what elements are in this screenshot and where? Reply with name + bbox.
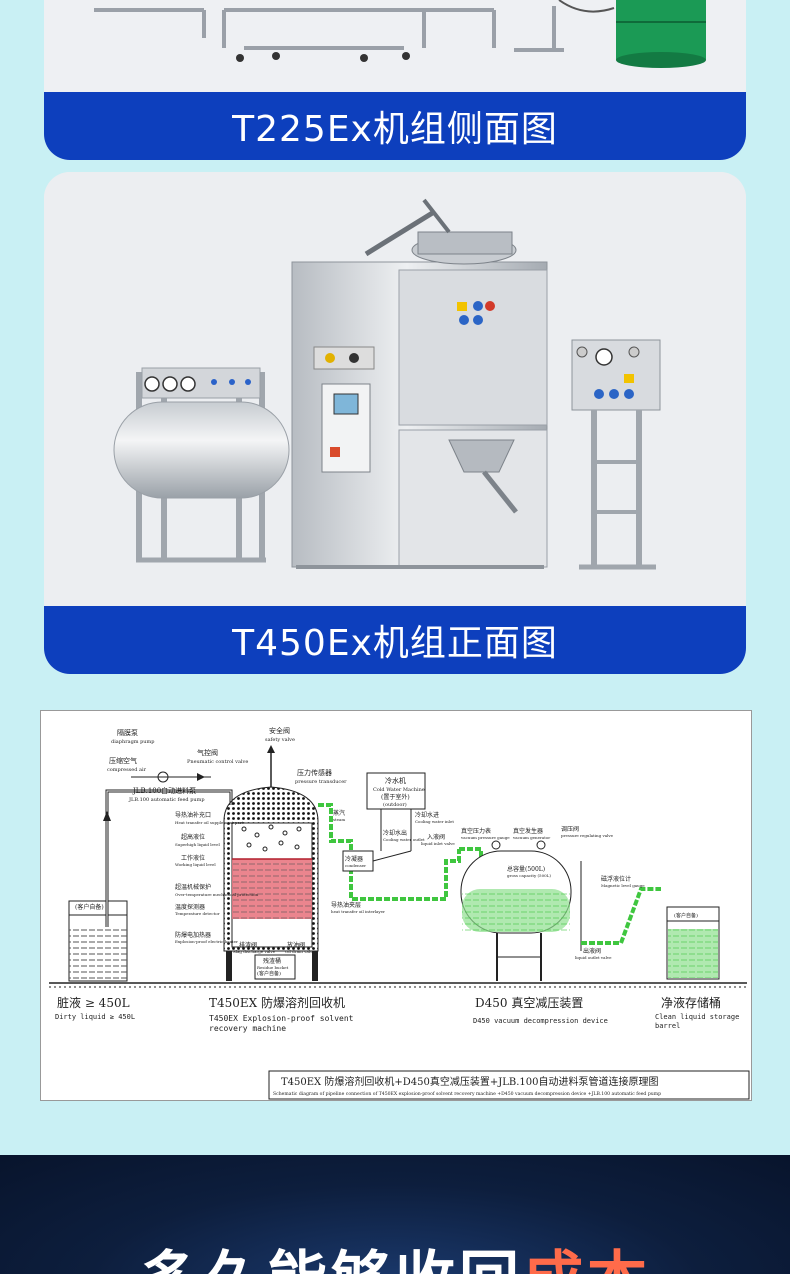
label-level-work-en: Working liquid level xyxy=(175,862,216,867)
side-view-card: T225Ex机组侧面图 xyxy=(44,0,746,160)
recovery-machine-illustration xyxy=(291,198,548,569)
label-oil-layer: 导热油夹层 xyxy=(331,901,361,909)
label-slag-valve: 排渣阀 xyxy=(239,941,257,949)
label-float-level: 磁浮液位计 xyxy=(601,875,631,883)
vacuum-tank-illustration xyxy=(113,367,290,563)
label-feed-pump-en: JLB.100 automatic feed pump xyxy=(128,797,205,803)
label-slag-valve-en: Slag discharge valve xyxy=(233,949,276,954)
schematic-svg: (客户自备) xyxy=(49,726,750,1100)
banner-heading-main: 多久能够收回 xyxy=(139,1245,523,1274)
label-level-high-en: Superhigh liquid level xyxy=(175,842,221,847)
label-drain-valve-en: Oil drain valve xyxy=(285,949,315,954)
label-pressure-valve-en: pressure regulating valve xyxy=(561,833,614,838)
label-diaphragm-pump-en: diaphragm pump xyxy=(111,739,154,745)
label-level-work: 工作液位 xyxy=(181,854,205,862)
label-drain-valve: 放油阀 xyxy=(287,941,305,949)
label-oil-supplement: 导热油补充口 xyxy=(175,811,211,819)
label-safety-valve-en: safety valve xyxy=(265,737,295,743)
label-outlet-valve-en: liquid outlet valve xyxy=(575,955,612,960)
banner-heading-accent: 成本 xyxy=(523,1245,651,1274)
diagram-title: T450EX 防爆溶剂回收机+D450真空减压装置+JLB.100自动进料泵管道… xyxy=(281,1075,658,1088)
label-overtemp: 超温机械保护 xyxy=(175,883,211,891)
label-chiller: 冷水机 xyxy=(385,776,406,785)
label-residue-bucket: 残渣桶 xyxy=(263,957,281,965)
vacuum-tank xyxy=(460,840,582,981)
side-view-caption: T225Ex机组侧面图 xyxy=(44,92,746,160)
chiller-box xyxy=(366,772,426,810)
front-view-card: T450Ex机组正面图 xyxy=(44,172,746,674)
label-machine-en1: T450EX Explosion-proof solvent xyxy=(209,1014,354,1023)
label-pressure-sensor-en: pressure transducer xyxy=(295,779,347,785)
label-capacity-en: gross capacity (500L) xyxy=(507,873,551,878)
label-inlet-valve: 入液阀 xyxy=(427,833,445,841)
label-heater: 防爆电加热器 xyxy=(175,931,211,939)
label-condenser-en: condenser xyxy=(345,863,366,868)
label-pressure-valve: 调压阀 xyxy=(561,825,579,833)
cost-banner: 多久能够收回成本 xyxy=(0,1155,790,1274)
label-float-level-en: Magnetic level gauge xyxy=(601,883,645,888)
label-feed-pump: JLB.100自动进料泵 xyxy=(132,786,196,795)
label-machine-en2: recovery machine xyxy=(209,1024,286,1033)
gauge-stand-illustration xyxy=(571,339,661,570)
label-overtemp-en: Over-temperature mechanical protection xyxy=(175,892,259,897)
label-chiller-note-en: (outdoor) xyxy=(383,801,407,808)
label-chiller-en: Cold Water Machine xyxy=(373,787,425,793)
recovery-tank xyxy=(223,745,319,981)
label-steam: 蒸汽 xyxy=(333,809,345,817)
label-clean-en1: Clean liquid storage xyxy=(655,1013,739,1021)
label-d450: D450 真空减压装置 xyxy=(475,996,583,1010)
label-steam-en: steam xyxy=(333,817,345,822)
clean-barrel-provided: (客户自备) xyxy=(674,912,698,919)
label-d450-en: D450 vacuum decompression device xyxy=(473,1017,608,1025)
label-outlet-valve: 出液阀 xyxy=(583,947,601,955)
label-oil-layer-en: heat transfer oil interlayer xyxy=(331,909,385,914)
label-compressed-air-en: compressed air xyxy=(107,767,147,773)
label-clean: 净液存储桶 xyxy=(661,995,721,1010)
label-level-high: 超高液位 xyxy=(181,833,205,841)
banner-heading: 多久能够收回成本 xyxy=(0,1231,790,1274)
label-capacity: 总容量(500L) xyxy=(507,865,545,873)
label-residue-provided: (客户自备) xyxy=(257,970,281,977)
label-inlet-valve-en: liquid inlet valve xyxy=(421,841,455,846)
label-compressed-air: 压缩空气 xyxy=(109,756,137,765)
label-pneumatic-valve-en: Pneumatic control valve xyxy=(187,759,248,765)
label-pressure-sensor: 压力传感器 xyxy=(297,768,332,777)
label-cold-in-en: Cooling water inlet xyxy=(415,819,454,824)
label-pneumatic-valve: 气控阀 xyxy=(197,748,218,757)
label-temp-probe-en: Temperature detector xyxy=(175,911,220,916)
pipeline-schematic: (客户自备) xyxy=(40,710,752,1101)
label-vacuum-gen-en: vacuum generator xyxy=(512,835,550,840)
diagram-title-en: Schematic diagram of pipeline connection… xyxy=(273,1091,661,1097)
label-clean-en2: barrel xyxy=(655,1022,680,1030)
label-safety-valve: 安全阀 xyxy=(269,726,290,735)
label-condenser: 冷凝器 xyxy=(345,855,363,863)
label-vacuum-gauge-en: vacuum pressure gauge xyxy=(460,835,510,840)
label-cold-out: 冷却水出 xyxy=(383,829,407,837)
label-vacuum-gauge: 真空压力表 xyxy=(461,827,491,835)
label-diaphragm-pump: 隔膜泵 xyxy=(117,728,138,737)
label-oil-supplement-en: Heat transfer oil supplement port xyxy=(175,820,244,825)
front-view-photo xyxy=(44,172,746,606)
dirty-barrel-provided: (客户自备) xyxy=(75,903,104,911)
label-residue-bucket-en: Residue bucket xyxy=(257,965,289,970)
dirty-liquid-barrel xyxy=(68,900,128,982)
label-vacuum-gen: 真空发生器 xyxy=(513,827,543,835)
label-chiller-note: (置于室外) xyxy=(381,793,410,801)
clean-liquid-barrel xyxy=(666,906,720,980)
label-heater-en: Explosion-proof electric heater xyxy=(175,939,238,944)
side-view-photo xyxy=(44,0,746,100)
label-machine: T450EX 防爆溶剂回收机 xyxy=(209,995,345,1010)
label-cold-in: 冷却水进 xyxy=(415,811,439,819)
label-temp-probe: 温度探测器 xyxy=(175,903,205,911)
front-view-caption: T450Ex机组正面图 xyxy=(44,606,746,674)
label-cold-out-en: Cooling water outlet xyxy=(383,837,425,842)
label-dirty-en: Dirty liquid ≥ 450L xyxy=(55,1013,135,1021)
title-block xyxy=(268,1070,750,1100)
label-dirty: 脏液 ≥ 450L xyxy=(57,995,130,1010)
